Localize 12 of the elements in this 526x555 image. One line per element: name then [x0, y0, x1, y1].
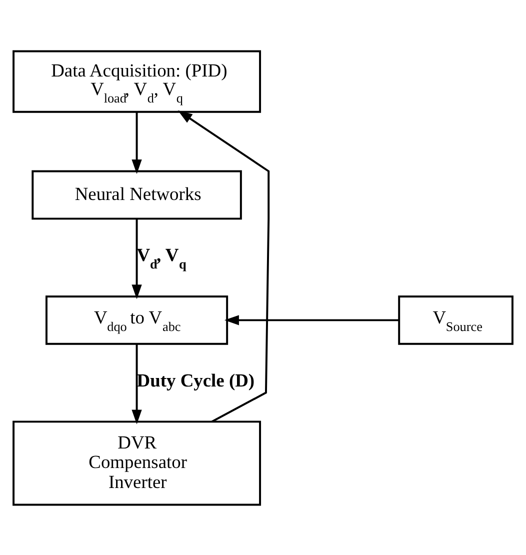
node-box: DVR Compensator Inverter	[12, 420, 262, 506]
arrow	[132, 344, 142, 424]
node-box: Neural Networks	[32, 170, 242, 220]
arrow	[224, 314, 399, 325]
edge-label: Duty Cycle (D)	[136, 370, 255, 390]
node-box: Data Acquisition: (PID) V$_{load}$, V$_{d}$, V$_{q}$	[12, 50, 262, 112]
arrow	[178, 110, 270, 422]
arrow	[132, 112, 142, 174]
arrow	[132, 218, 142, 299]
edge-label: V$_{d}$, V$_{q}$	[136, 244, 186, 272]
node-box: V$_{dqo}$ to V$_{abc}$	[46, 294, 228, 344]
node-box: V$_{Source}$	[398, 294, 514, 344]
